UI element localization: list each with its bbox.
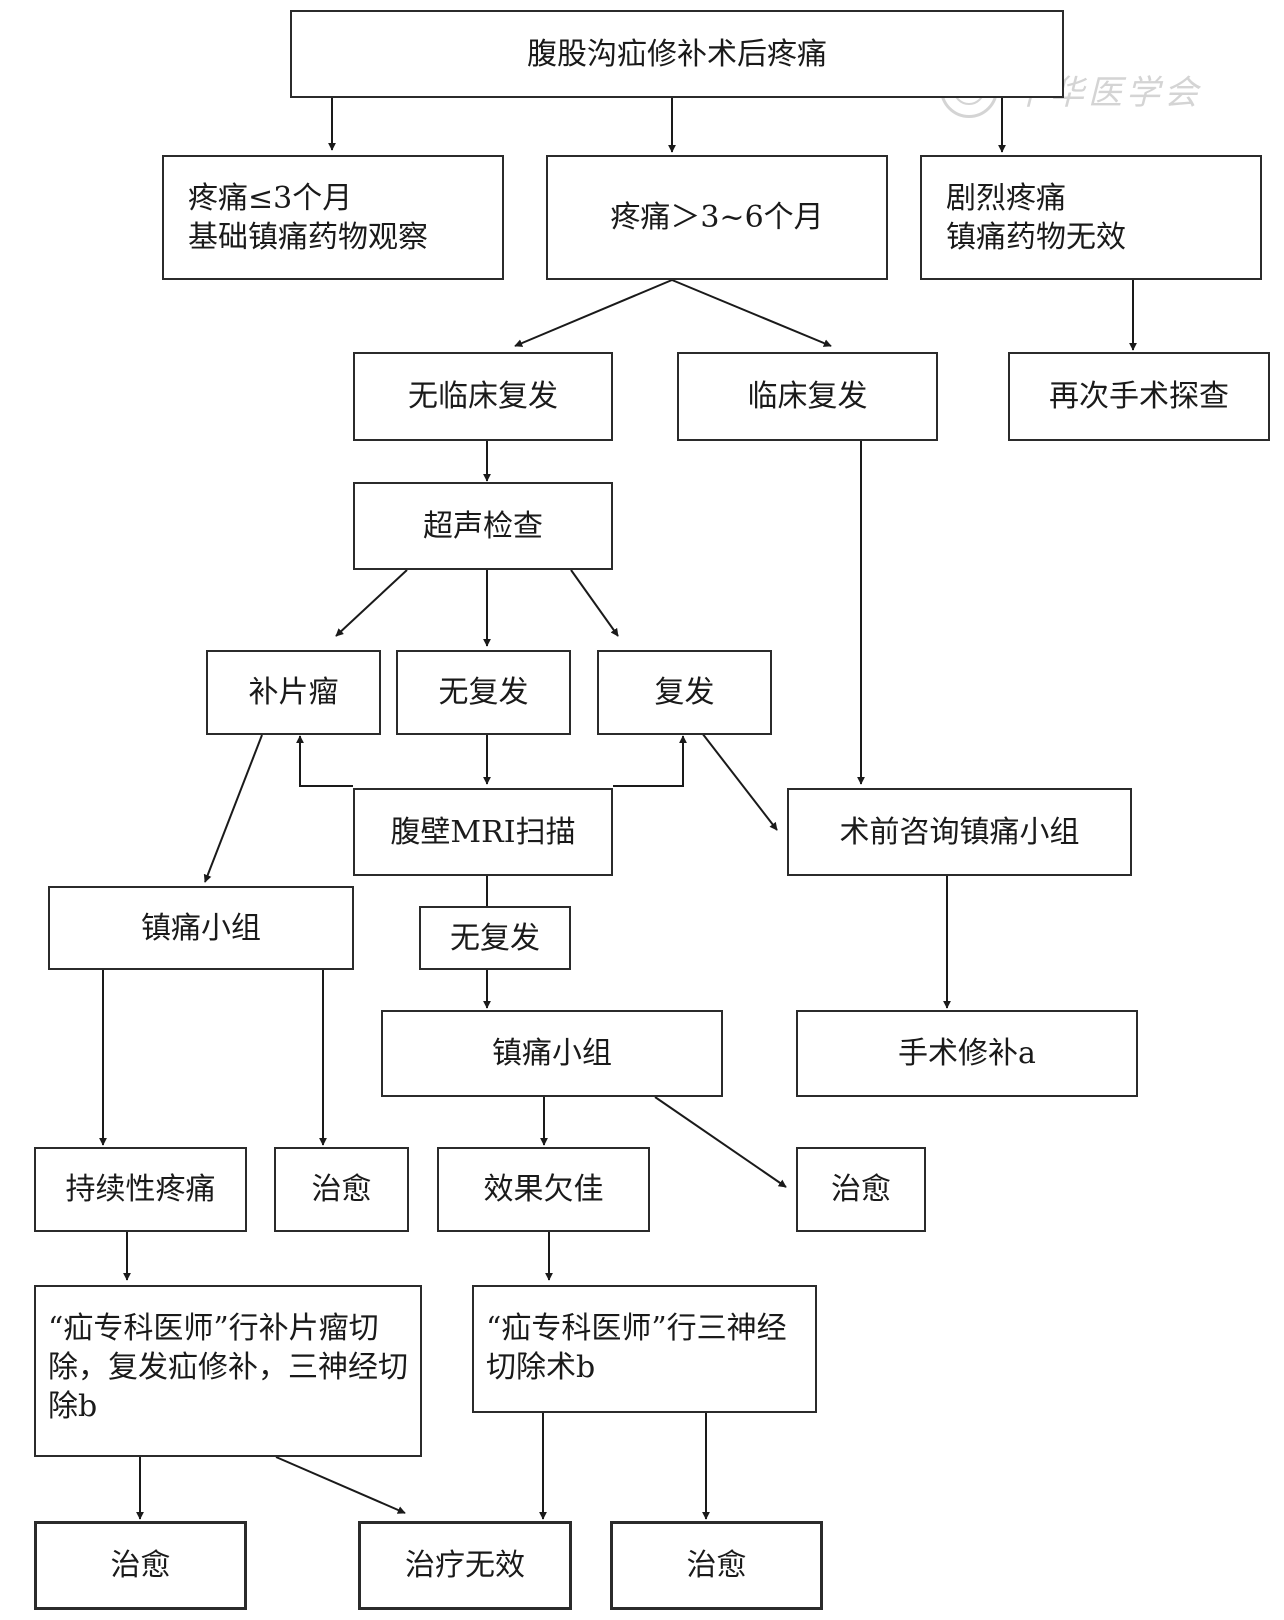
- node-no-recurrence-ultrasound: 无复发: [396, 650, 571, 735]
- node-poor-effect: 效果欠佳: [437, 1147, 650, 1232]
- node-abdominal-wall-mri: 腹壁MRI扫描: [353, 788, 613, 876]
- node-treatment-ineffective: 治疗无效: [358, 1521, 572, 1610]
- node-preop-consult-pain-team: 术前咨询镇痛小组: [787, 788, 1132, 876]
- node-persistent-pain: 持续性疼痛: [34, 1147, 247, 1232]
- edge-pain-team-center-to-cured-2: [654, 1096, 787, 1188]
- edge-ultrasound-to-meshoma: [335, 569, 408, 637]
- edge-specialist-mesh-to-treatment-ineffective: [275, 1456, 406, 1514]
- node-cured-3: 治愈: [34, 1521, 247, 1610]
- edge-mri-to-meshoma: [296, 735, 353, 787]
- node-surgical-repair: 手术修补a: [796, 1010, 1138, 1097]
- edge-ultrasound-to-recurrence: [570, 569, 619, 637]
- node-no-clinical-recurrence: 无临床复发: [353, 352, 613, 441]
- edge-pain3to6-to-no-clinical-recurrence: [514, 279, 673, 347]
- node-recurrence: 复发: [597, 650, 772, 735]
- node-no-recurrence-mri: 无复发: [419, 906, 571, 970]
- node-hernia-specialist-neurectomy: “疝专科医师”行三神经切除术b: [472, 1285, 817, 1413]
- edge-mri-to-recurrence: [613, 735, 687, 787]
- node-cured-2: 治愈: [796, 1147, 926, 1232]
- node-ultrasound: 超声检查: [353, 482, 613, 570]
- edge-recurrence-to-preop-consult: [701, 732, 778, 831]
- node-reoperation-exploration: 再次手术探查: [1008, 352, 1270, 441]
- edge-meshoma-to-pain-team-left: [203, 734, 263, 883]
- node-hernia-specialist-mesh-excision: “疝专科医师”行补片瘤切除，复发疝修补，三神经切除b: [34, 1285, 422, 1457]
- node-root: 腹股沟疝修补术后疼痛: [290, 10, 1064, 98]
- node-pain-le3: 疼痛≤3个月 基础镇痛药物观察: [162, 155, 504, 280]
- node-pain-3to6: 疼痛＞3~6个月: [546, 155, 888, 280]
- node-pain-team-left: 镇痛小组: [48, 886, 354, 970]
- node-meshoma: 补片瘤: [206, 650, 381, 735]
- edge-pain3to6-to-clinical-recurrence: [671, 279, 832, 347]
- node-pain-team-center: 镇痛小组: [381, 1010, 723, 1097]
- node-clinical-recurrence: 临床复发: [677, 352, 938, 441]
- node-cured-1: 治愈: [274, 1147, 409, 1232]
- node-severe-pain: 剧烈疼痛 镇痛药物无效: [920, 155, 1262, 280]
- node-cured-4: 治愈: [610, 1521, 823, 1610]
